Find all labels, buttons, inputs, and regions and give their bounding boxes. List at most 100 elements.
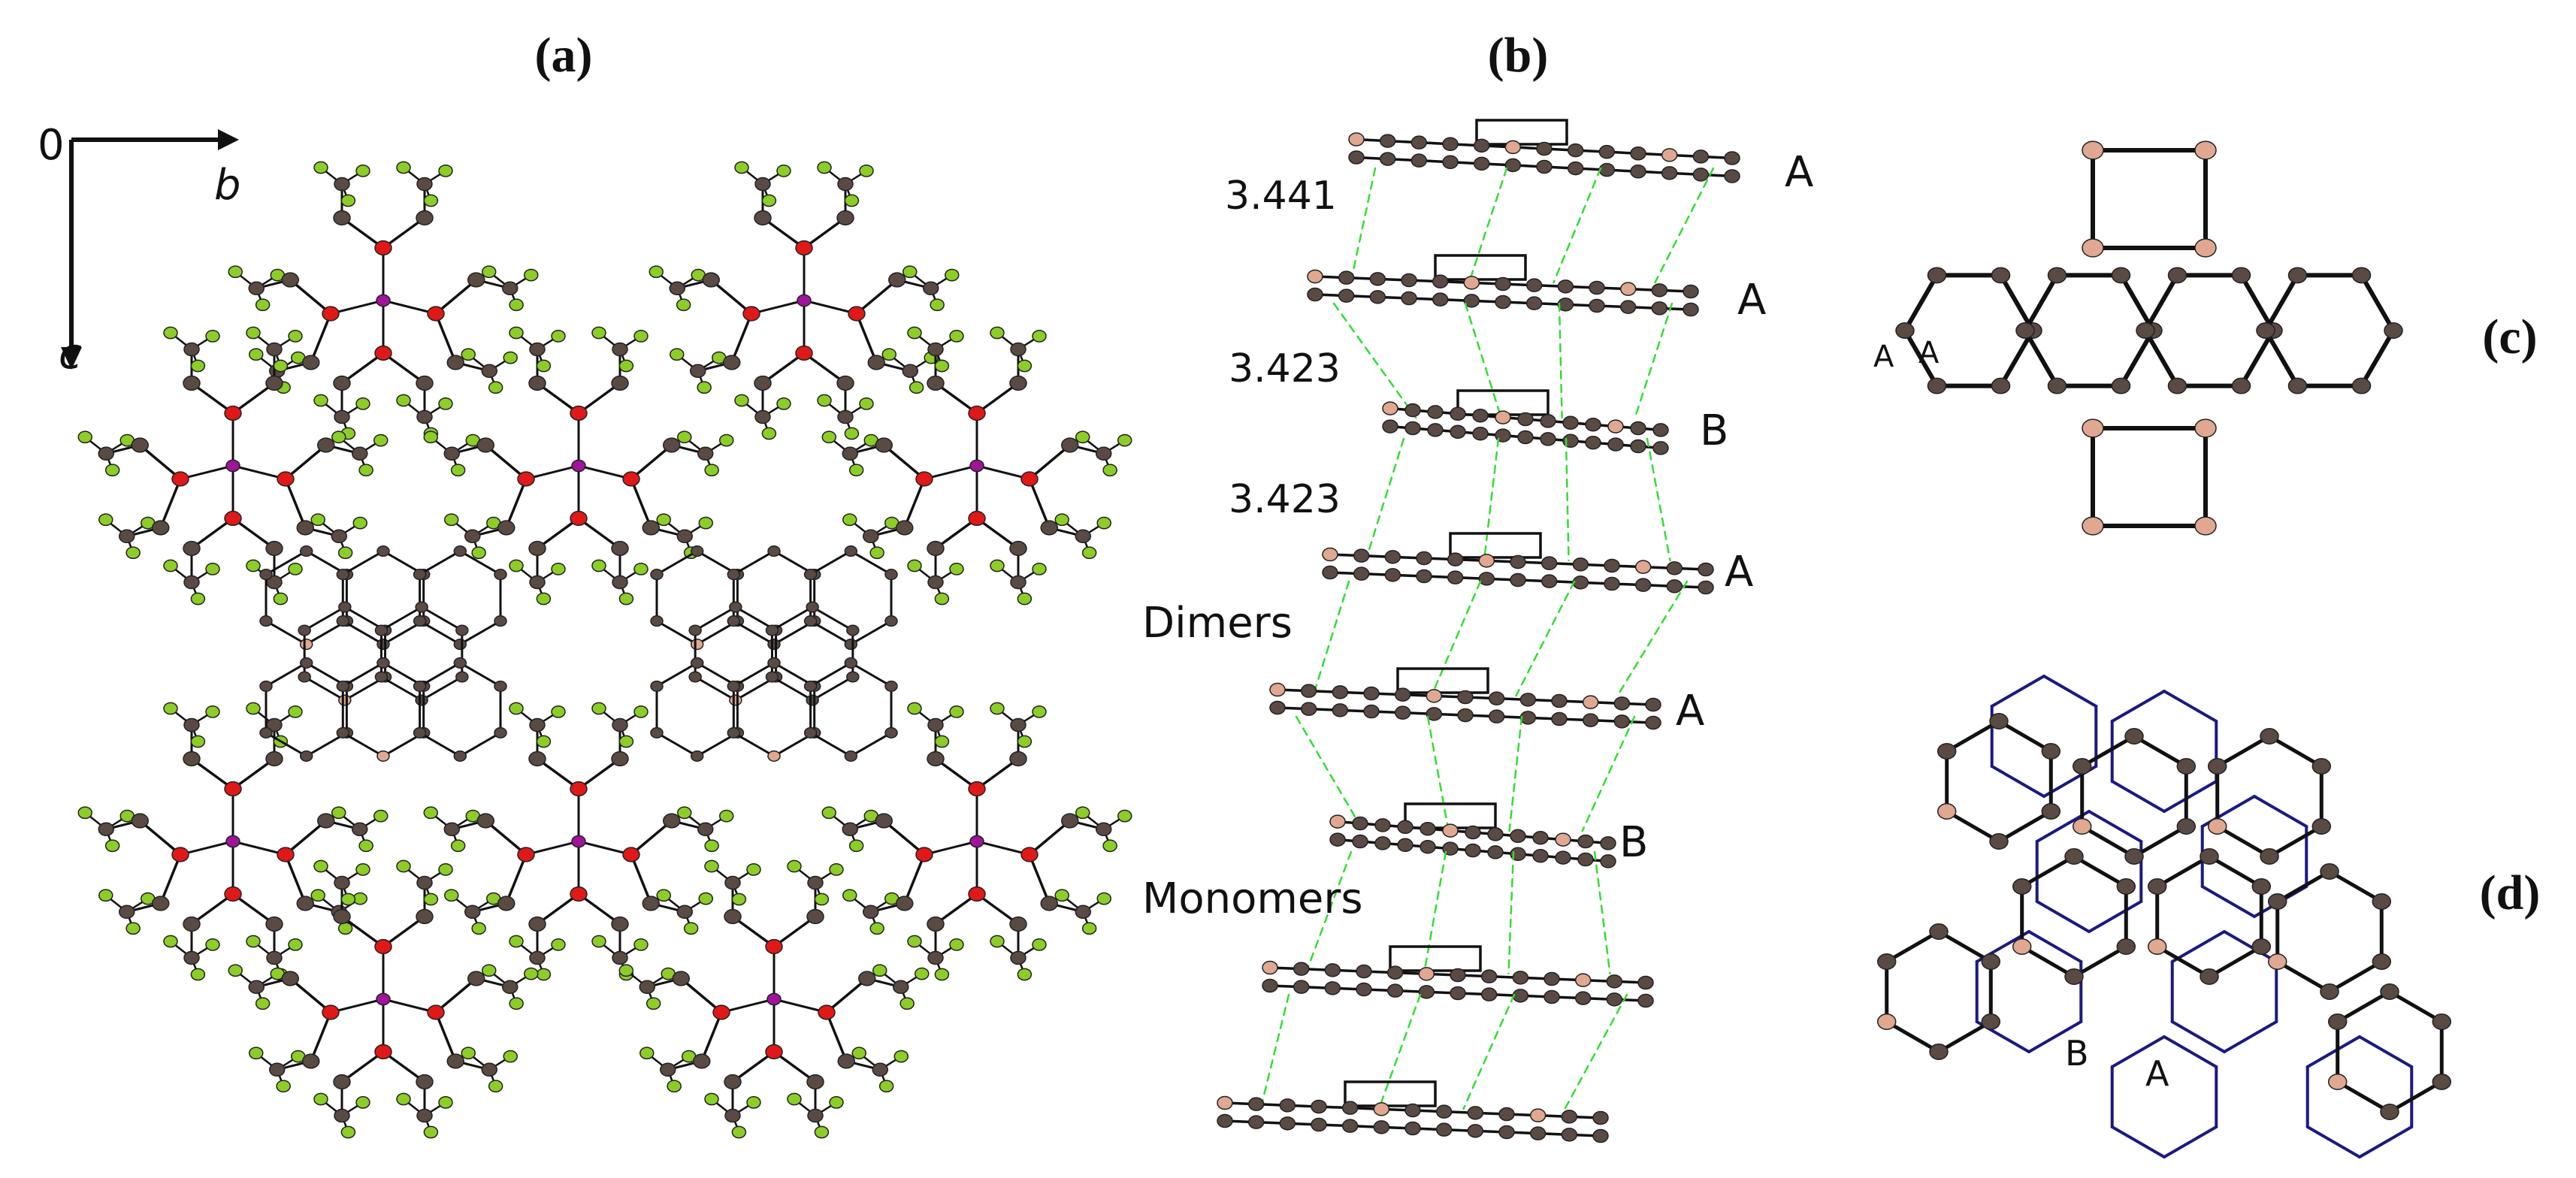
ligand-bond <box>190 517 234 550</box>
carbon-atom <box>416 908 434 925</box>
stack-atom <box>1279 1116 1296 1131</box>
stack-atom <box>1369 290 1386 304</box>
ligand-bond <box>577 757 621 790</box>
distance-label-1: 3.441 <box>1225 174 1337 219</box>
fluorine-atom <box>205 563 220 575</box>
oxygen-atom <box>968 405 986 421</box>
ligand-bond <box>975 893 1020 926</box>
stack-atom <box>1386 983 1404 998</box>
carbon-atom <box>416 875 433 890</box>
ring-atom <box>2260 728 2279 745</box>
ring-bond <box>2336 989 2392 1024</box>
ligand-bond <box>731 915 776 948</box>
fluorine-atom <box>104 839 120 853</box>
fluorine-atom <box>1017 735 1033 748</box>
carbon-atom <box>724 1074 742 1090</box>
carbon-atom <box>724 1108 741 1123</box>
ring-atom <box>690 639 704 651</box>
ring-atom <box>338 694 352 706</box>
stack-atom <box>1652 441 1669 455</box>
carbon-atom <box>119 905 135 919</box>
stack-atom <box>1332 703 1349 717</box>
stack-atom <box>1572 557 1589 572</box>
fluorine-atom <box>618 592 634 606</box>
stack-atom <box>1510 572 1526 587</box>
ring-atom <box>2047 267 2067 284</box>
metal-complex <box>77 702 389 981</box>
carbon-atom <box>1010 575 1026 590</box>
aromatic-ring <box>2015 267 2163 394</box>
stack-atom <box>1269 682 1286 697</box>
fluorine-atom <box>340 194 356 207</box>
overlay-ring-blue <box>2170 930 2278 1053</box>
ligand-bond <box>761 352 806 385</box>
carbon-atom <box>693 1053 711 1069</box>
ring-bond <box>732 550 776 576</box>
carbon-atom <box>1009 751 1027 767</box>
aromatic-ring <box>298 601 392 706</box>
ring-atom <box>2207 758 2227 775</box>
ring-atom <box>2380 1104 2399 1120</box>
carbon-atom <box>416 375 434 391</box>
overlay-ring-black <box>2072 728 2197 865</box>
ligand-bond <box>934 382 978 415</box>
stack-atom <box>1589 298 1605 313</box>
fluorine-atom <box>697 381 712 394</box>
ring-atom <box>2311 818 2332 835</box>
carbon-atom <box>1040 520 1058 536</box>
stack-atom <box>1577 852 1594 867</box>
oxygen-atom <box>570 781 588 797</box>
contact-line <box>1464 302 1502 419</box>
stack-atom <box>1536 141 1553 156</box>
stack-atom <box>1532 848 1549 863</box>
carbon-atom <box>296 896 314 911</box>
ring-atom <box>2111 267 2131 284</box>
contact-line <box>1646 437 1671 562</box>
fluorine-atom <box>844 194 860 207</box>
stack-atom <box>1536 159 1553 174</box>
fluorine-atom <box>396 161 411 174</box>
carbon-atom <box>446 1053 464 1069</box>
ligand-bond <box>340 1050 385 1083</box>
carbon-atom <box>333 908 351 925</box>
panel-a-packing <box>77 161 1132 1139</box>
fluorine-atom <box>1096 892 1111 905</box>
fluorine-atom <box>98 513 113 527</box>
carbon-atom <box>927 342 944 357</box>
carbon-atom <box>1009 540 1027 557</box>
carbon-atom <box>690 364 706 378</box>
carbon-atom <box>334 177 350 192</box>
carbon-atom <box>875 437 893 453</box>
fluorine-atom <box>471 922 486 935</box>
carbon-atom <box>842 446 858 461</box>
ring-atom <box>455 624 469 636</box>
stack-atom <box>1562 415 1579 430</box>
fluorine-atom <box>1032 330 1047 343</box>
fluorine-atom <box>482 265 497 279</box>
stack-atom <box>1410 135 1428 150</box>
ring-atom <box>455 671 469 683</box>
aromatic-ring <box>2136 267 2283 394</box>
carbon-atom <box>502 980 519 994</box>
fluorine-atom <box>205 705 220 718</box>
ligand-bond <box>975 517 1020 550</box>
ligand-bond <box>903 853 926 905</box>
stack-atom <box>1384 550 1401 564</box>
stack-atom <box>1404 403 1421 418</box>
contact-line <box>1565 437 1570 562</box>
fluorine-atom <box>438 165 453 177</box>
fluorine-atom <box>633 563 649 575</box>
carbon-atom <box>467 971 485 986</box>
ring-bond <box>2163 780 2218 813</box>
ring-atom <box>2064 968 2084 985</box>
fluorine-atom <box>450 464 466 477</box>
ring-bond <box>2023 273 2060 333</box>
stack-atom <box>1585 435 1601 450</box>
stack-atom <box>1557 279 1574 294</box>
stack-atom <box>1510 554 1526 569</box>
fluorine-atom <box>503 1050 518 1063</box>
fluorine-atom <box>1017 968 1033 981</box>
stack-atom <box>1382 401 1398 415</box>
ring-bond <box>1998 273 2035 333</box>
